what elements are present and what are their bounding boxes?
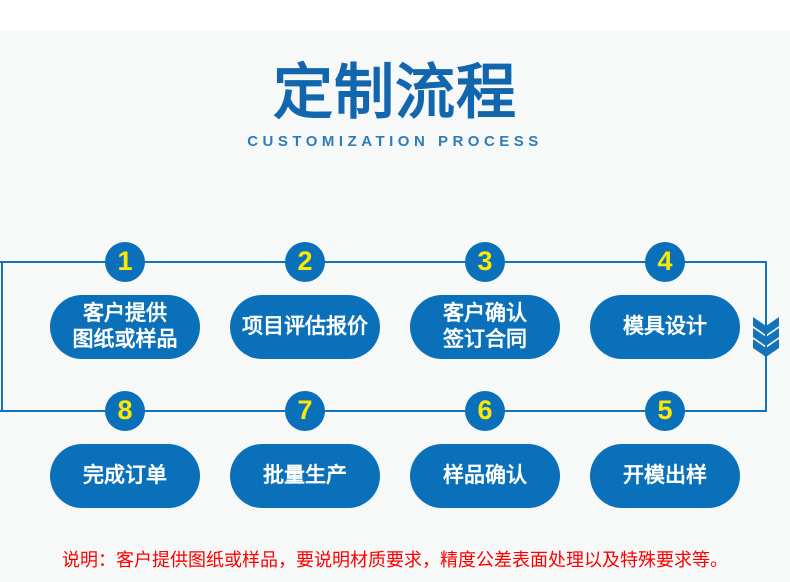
flow-line-bottom <box>0 410 767 412</box>
step-3: 3 客户确认 签订合同 <box>410 242 560 359</box>
step-3-pill: 客户确认 签订合同 <box>410 295 560 359</box>
step-1: 1 客户提供 图纸或样品 <box>50 242 200 359</box>
step-label: 模具设计 <box>623 314 707 338</box>
flow-line-left <box>1 261 3 412</box>
step-2-number-badge: 2 <box>285 242 325 282</box>
step-2-pill: 项目评估报价 <box>230 295 380 359</box>
step-label: 批量生产 <box>263 463 347 487</box>
step-7-number-badge: 7 <box>285 391 325 431</box>
step-5: 5 开模出样 <box>590 391 740 508</box>
step-3-number-badge: 3 <box>465 242 505 282</box>
step-label: 开模出样 <box>623 463 707 487</box>
flow-line-right <box>765 261 767 412</box>
step-8-number-badge: 8 <box>105 391 145 431</box>
step-2: 2 项目评估报价 <box>230 242 380 359</box>
header: 定制流程 CUSTOMIZATION PROCESS <box>0 58 790 150</box>
step-number: 7 <box>297 394 313 425</box>
step-7-pill: 批量生产 <box>230 444 380 508</box>
step-label: 样品确认 <box>443 463 527 487</box>
step-number: 8 <box>117 394 133 425</box>
page-subtitle: CUSTOMIZATION PROCESS <box>247 133 543 150</box>
flow-line-top <box>0 261 767 263</box>
step-number: 6 <box>477 394 493 425</box>
step-1-number-badge: 1 <box>105 242 145 282</box>
step-number: 4 <box>657 245 673 276</box>
step-8-pill: 完成订单 <box>50 444 200 508</box>
step-6-pill: 样品确认 <box>410 444 560 508</box>
step-5-number-badge: 5 <box>645 391 685 431</box>
step-6: 6 样品确认 <box>410 391 560 508</box>
step-4: 4 模具设计 <box>590 242 740 359</box>
step-label: 完成订单 <box>83 463 167 487</box>
step-number: 5 <box>657 394 673 425</box>
step-4-pill: 模具设计 <box>590 295 740 359</box>
instruction-note: 说明：客户提供图纸或样品，要说明材质要求，精度公差表面处理以及特殊要求等。 <box>62 550 728 570</box>
step-label: 客户确认 签订合同 <box>443 301 527 351</box>
step-label: 项目评估报价 <box>242 314 368 338</box>
step-number: 3 <box>477 245 493 276</box>
step-7: 7 批量生产 <box>230 391 380 508</box>
step-label: 客户提供 图纸或样品 <box>72 301 178 351</box>
step-5-pill: 开模出样 <box>590 444 740 508</box>
step-8: 8 完成订单 <box>50 391 200 508</box>
step-number: 2 <box>297 245 313 276</box>
step-6-number-badge: 6 <box>465 391 505 431</box>
page-title: 定制流程 <box>273 59 517 126</box>
page-background: 定制流程 CUSTOMIZATION PROCESS 1 客户提供 图纸或样品 … <box>0 31 790 582</box>
step-4-number-badge: 4 <box>645 242 685 282</box>
chevron-triple-down-icon <box>753 317 779 362</box>
step-number: 1 <box>117 245 133 276</box>
step-1-pill: 客户提供 图纸或样品 <box>50 295 200 359</box>
